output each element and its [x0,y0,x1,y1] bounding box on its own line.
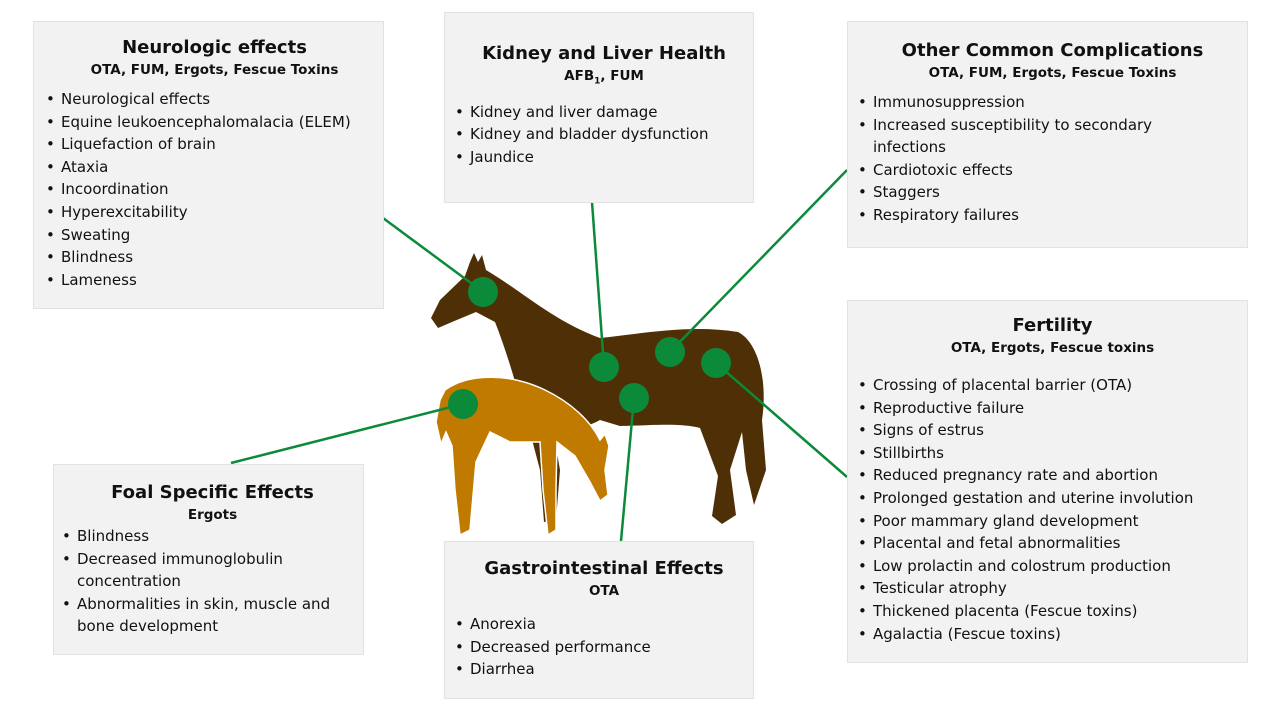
foal-title: Foal Specific Effects [111,482,314,503]
kidney-subtitle: AFB1, FUM [455,68,753,87]
list-item: Testicular atrophy [858,577,1247,600]
other-complications-box: Other Common Complications OTA, FUM, Erg… [847,21,1248,248]
connector-neurologic [382,216,484,294]
gi-list: Anorexia Decreased performance Diarrhea [455,613,753,681]
list-item: Decreased immunoglobulin concentration [62,548,352,593]
foal-list: Blindness Decreased immunoglobulin conce… [62,525,352,638]
list-item: Hyperexcitability [46,201,383,224]
connector-gi [619,397,636,542]
marker-gi [619,383,649,413]
list-item: Increased susceptibility to secondary in… [858,114,1168,159]
list-item: Neurological effects [46,88,383,111]
list-item: Anorexia [455,613,753,636]
kidney-subtitle-sub: 1 [594,76,601,87]
list-item: Liquefaction of brain [46,133,383,156]
kidney-subtitle-post: , FUM [600,68,644,84]
list-item: Stillbirths [858,442,1247,465]
neurologic-subtitle: OTA, FUM, Ergots, Fescue Toxins [90,62,339,78]
list-item: Equine leukoencephalomalacia (ELEM) [46,111,383,134]
marker-kidney [589,352,619,382]
neurologic-title: Neurologic effects [122,37,307,58]
list-item: Prolonged gestation and uterine involuti… [858,487,1247,510]
list-item: Jaundice [455,146,753,169]
gi-title: Gastrointestinal Effects [484,558,724,579]
connector-foal [230,402,464,465]
list-item: Sweating [46,224,383,247]
connector-lines [230,169,848,542]
neurologic-list: Neurological effects Equine leukoencepha… [46,88,383,291]
list-item: Ataxia [46,156,383,179]
list-item: Diarrhea [455,658,753,681]
other-list: Immunosuppression Increased susceptibili… [858,91,1168,227]
foal-subtitle: Ergots [187,507,238,523]
list-item: Signs of estrus [858,419,1247,442]
list-item: Thickened placenta (Fescue toxins) [858,600,1247,623]
list-item: Staggers [858,181,1168,204]
foal-silhouette [435,376,610,537]
list-item: Kidney and bladder dysfunction [455,123,753,146]
connector-kidney [590,201,606,368]
connector-other [669,169,848,353]
kidney-subtitle-pre: AFB [564,68,595,84]
list-item: Poor mammary gland development [858,510,1247,533]
list-item: Blindness [46,246,383,269]
kidney-box: Kidney and Liver Health AFB1, FUM Kidney… [444,12,754,203]
fertility-title: Fertility [1012,315,1093,336]
list-item: Low prolactin and colostrum production [858,555,1247,578]
neurologic-box: Neurologic effects OTA, FUM, Ergots, Fes… [33,21,384,309]
other-subtitle: OTA, FUM, Ergots, Fescue Toxins [928,65,1177,81]
fertility-box: Fertility OTA, Ergots, Fescue toxins Cro… [847,300,1248,663]
list-item: Placental and fetal abnormalities [858,532,1247,555]
list-item: Lameness [46,269,383,292]
gi-subtitle: OTA [588,583,620,599]
list-item: Kidney and liver damage [455,101,753,124]
other-title: Other Common Complications [901,40,1204,61]
list-item: Agalactia (Fescue toxins) [858,623,1247,646]
list-item: Decreased performance [455,636,753,659]
gastrointestinal-box: Gastrointestinal Effects OTA Anorexia De… [444,541,754,699]
list-item: Blindness [62,525,352,548]
list-item: Immunosuppression [858,91,1168,114]
list-item: Abnormalities in skin, muscle and bone d… [62,593,352,638]
fertility-list: Crossing of placental barrier (OTA) Repr… [858,374,1247,645]
marker-head [468,277,498,307]
list-item: Cardiotoxic effects [858,159,1168,182]
list-item: Incoordination [46,178,383,201]
kidney-title: Kidney and Liver Health [482,43,726,64]
connector-fertility [715,362,848,478]
fertility-subtitle: OTA, Ergots, Fescue toxins [950,340,1155,356]
list-item: Reproductive failure [858,397,1247,420]
list-item: Crossing of placental barrier (OTA) [858,374,1247,397]
marker-foal [448,389,478,419]
foal-box: Foal Specific Effects Ergots Blindness D… [53,464,364,655]
marker-fertility [701,348,731,378]
marker-other [655,337,685,367]
list-item: Reduced pregnancy rate and abortion [858,464,1247,487]
mare-silhouette [431,253,766,524]
list-item: Respiratory failures [858,204,1168,227]
kidney-list: Kidney and liver damage Kidney and bladd… [455,101,753,169]
